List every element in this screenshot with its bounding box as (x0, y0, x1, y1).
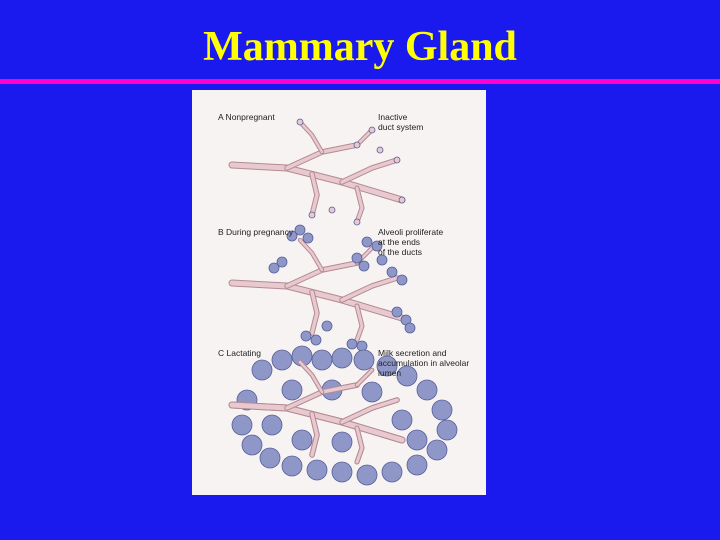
duct-bud (353, 141, 361, 149)
branch-duct (298, 120, 324, 154)
alveolus (321, 320, 333, 332)
alveolar-cluster (356, 464, 378, 486)
alveolus (358, 260, 370, 272)
branch-duct (310, 290, 319, 335)
alveolus (371, 240, 383, 252)
panel-b-note: Alveoli proliferate at the ends of the d… (378, 227, 444, 257)
alveolus (361, 236, 373, 248)
panel-b-label: B During pregnancy (218, 227, 294, 237)
branch-duct (355, 128, 374, 147)
branch-duct (355, 186, 364, 224)
alveolus (376, 254, 388, 266)
alveolar-cluster (251, 359, 273, 381)
alveolus (356, 340, 368, 352)
duct-bud (328, 206, 336, 214)
alveolar-cluster (426, 439, 448, 461)
alveolar-cluster (306, 459, 328, 481)
duct-bud (393, 156, 401, 164)
alveolar-cluster (406, 429, 428, 451)
alveolus (404, 322, 416, 334)
alveolar-cluster (331, 347, 353, 369)
alveolus (268, 262, 280, 274)
alveolus (276, 256, 288, 268)
panel-a-note: Inactive duct system (378, 112, 424, 132)
alveolar-cluster (311, 349, 333, 371)
duct-bud (353, 218, 361, 226)
slide-title: Mammary Gland (203, 24, 517, 70)
alveolus (302, 232, 314, 244)
branch-duct (355, 304, 364, 342)
alveolus (286, 230, 298, 242)
alveolar-cluster (241, 434, 263, 456)
alveolus (391, 306, 403, 318)
branch-duct (340, 158, 399, 184)
duct-bud (308, 211, 316, 219)
duct-bud (296, 118, 304, 126)
alveolar-cluster (353, 349, 375, 371)
alveolar-cluster (281, 455, 303, 477)
duct-bud (376, 146, 384, 154)
alveolar-cluster (391, 409, 413, 431)
branch-duct (310, 172, 319, 217)
alveolar-cluster (416, 379, 438, 401)
alveolar-cluster (331, 431, 353, 453)
alveolar-cluster (431, 399, 453, 421)
alveolar-cluster (259, 447, 281, 469)
panel-a-label: A Nonpregnant (218, 112, 275, 122)
alveolus (310, 334, 322, 346)
alveolar-cluster (406, 454, 428, 476)
title-divider (0, 79, 720, 84)
branch-duct (298, 238, 324, 272)
alveolus (300, 330, 312, 342)
panel-c-label: C Lactating (218, 348, 261, 358)
alveolar-cluster (231, 414, 253, 436)
branch-duct (310, 412, 319, 457)
mammary-gland-figure: A Nonpregnant Inactive duct system B Dur… (192, 90, 486, 495)
alveolar-cluster (291, 429, 313, 451)
alveolus (351, 252, 363, 264)
alveolar-cluster (376, 355, 398, 377)
panel-c-note: Milk secretion and accumulation in alveo… (378, 348, 470, 378)
alveolar-cluster (261, 414, 283, 436)
alveolus (346, 338, 358, 350)
branch-duct (355, 368, 374, 387)
duct-bud (398, 196, 406, 204)
alveolar-cluster (381, 461, 403, 483)
duct-diagrams (228, 118, 458, 486)
alveolar-cluster (271, 349, 293, 371)
branch-duct (340, 276, 399, 302)
alveolar-cluster (331, 461, 353, 483)
alveolar-cluster (436, 419, 458, 441)
branch-duct (355, 426, 364, 464)
alveolus (396, 274, 408, 286)
alveolar-cluster (361, 381, 383, 403)
alveolar-cluster (396, 365, 418, 387)
branch-duct (298, 360, 324, 394)
alveolus (294, 224, 306, 236)
alveolar-cluster (281, 379, 303, 401)
alveolus (386, 266, 398, 278)
branch-duct (340, 398, 399, 424)
duct-bud (368, 126, 376, 134)
